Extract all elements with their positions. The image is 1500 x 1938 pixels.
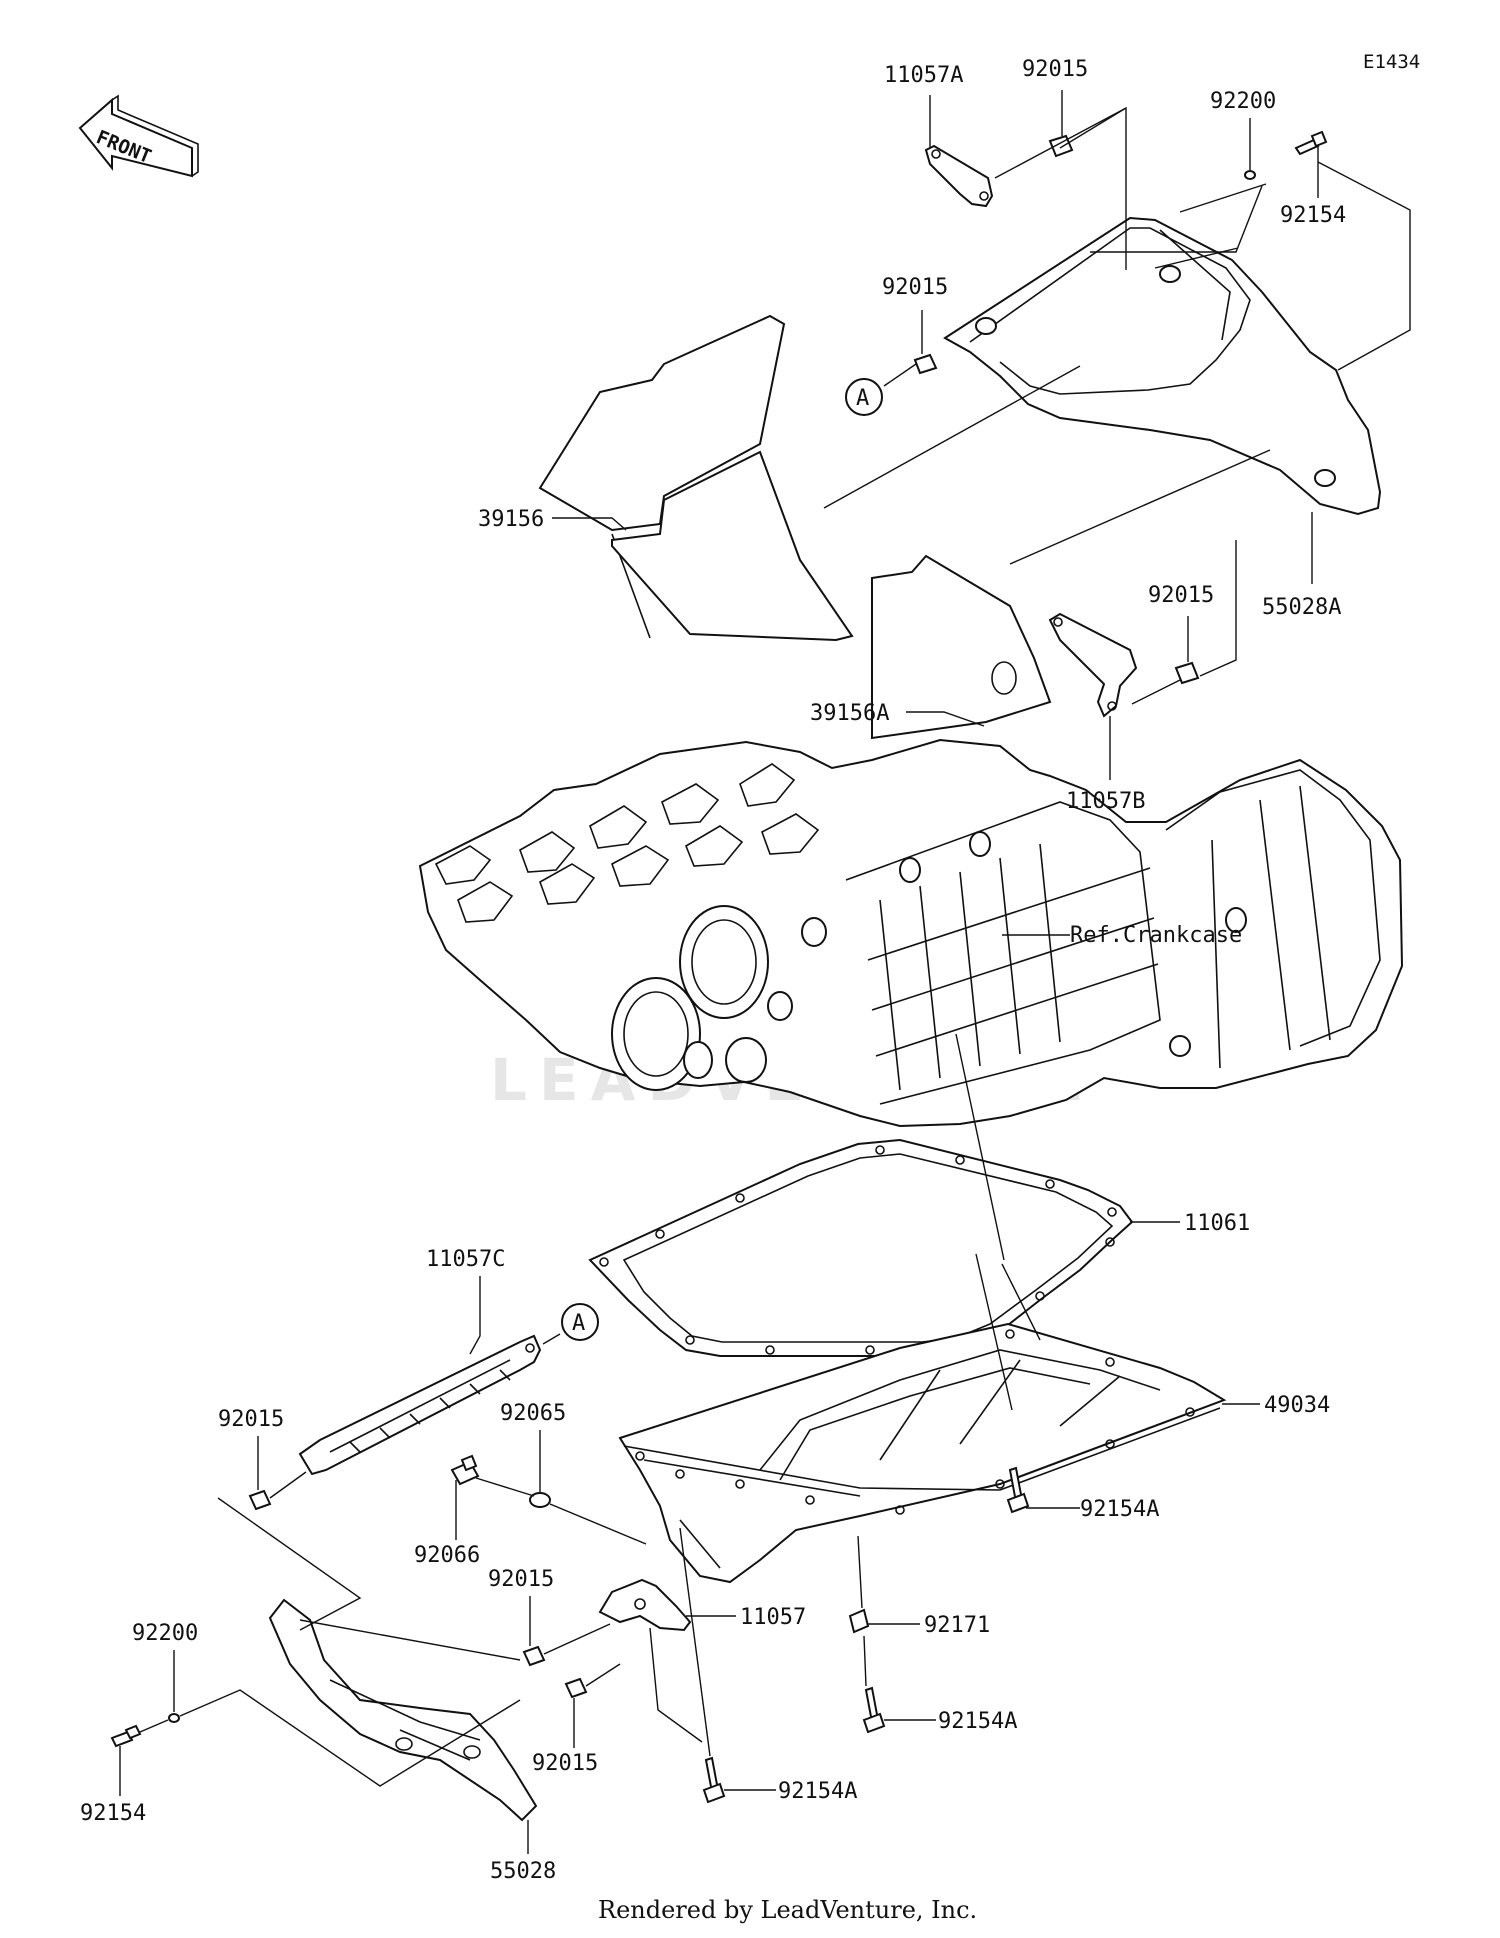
ref-circle-a-bottom bbox=[561, 1303, 599, 1341]
bolt-92154a-mid bbox=[862, 1686, 886, 1734]
oil-pan-49034 bbox=[618, 1322, 1227, 1584]
collar-92015-left bbox=[248, 1489, 272, 1511]
spacer-92171 bbox=[848, 1608, 870, 1634]
collar-92015-a bbox=[913, 353, 938, 375]
label-92015-top: 92015 bbox=[1022, 57, 1088, 82]
label-92015-a: 92015 bbox=[882, 275, 948, 300]
gasket-11061 bbox=[588, 1138, 1134, 1357]
drain-bolt-92066 bbox=[450, 1454, 480, 1486]
collar-92015-low bbox=[564, 1677, 588, 1699]
label-11057c: 11057C bbox=[426, 1247, 505, 1272]
label-11057: 11057 bbox=[740, 1605, 806, 1630]
collar-92015-top bbox=[1048, 134, 1074, 158]
cover-55028 bbox=[268, 1598, 538, 1822]
diagram-code: E1434 bbox=[1363, 51, 1420, 73]
collar-92015-mid bbox=[522, 1645, 546, 1667]
label-39156: 39156 bbox=[478, 507, 544, 532]
ref-circle-a-top-label: A bbox=[856, 386, 869, 411]
label-92154a-bottom: 92154A bbox=[778, 1779, 857, 1804]
label-92015-right: 92015 bbox=[1148, 583, 1214, 608]
bracket-11057 bbox=[598, 1578, 692, 1632]
label-92154a-right: 92154A bbox=[1080, 1497, 1159, 1522]
bolt-92154-top bbox=[1294, 130, 1328, 156]
label-92200-bottom: 92200 bbox=[132, 1621, 198, 1646]
washer-92200-bottom bbox=[168, 1713, 180, 1723]
label-49034: 49034 bbox=[1264, 1393, 1330, 1418]
bracket-11057c bbox=[298, 1334, 542, 1476]
washer-92200-top bbox=[1244, 170, 1256, 180]
label-55028a: 55028A bbox=[1262, 595, 1341, 620]
label-92171: 92171 bbox=[924, 1613, 990, 1638]
bracket-11057a bbox=[924, 144, 994, 208]
bracket-11057b bbox=[1048, 612, 1138, 718]
bolt-92154a-bottom bbox=[702, 1756, 726, 1804]
ref-crankcase-label: Ref.Crankcase bbox=[1070, 923, 1242, 948]
label-55028: 55028 bbox=[490, 1859, 556, 1884]
label-92015-left: 92015 bbox=[218, 1407, 284, 1432]
label-11061: 11061 bbox=[1184, 1211, 1250, 1236]
footer-credit: Rendered by LeadVenture, Inc. bbox=[598, 1896, 977, 1924]
label-92066: 92066 bbox=[414, 1543, 480, 1568]
ref-circle-a-top bbox=[845, 378, 883, 416]
label-11057b: 11057B bbox=[1066, 789, 1145, 814]
label-92065: 92065 bbox=[500, 1401, 566, 1426]
washer-92065 bbox=[529, 1492, 551, 1508]
collar-92015-right bbox=[1174, 661, 1200, 685]
label-92154-bottom: 92154 bbox=[80, 1801, 146, 1826]
label-92154-top: 92154 bbox=[1280, 203, 1346, 228]
label-92015-mid: 92015 bbox=[488, 1567, 554, 1592]
insulator-39156a bbox=[871, 554, 1052, 740]
label-11057a: 11057A bbox=[884, 63, 963, 88]
labels: 11057A 92015 92200 92154 92015 39156 920… bbox=[80, 57, 1346, 1884]
bolt-92154-bottom bbox=[110, 1724, 142, 1748]
label-92200-top: 92200 bbox=[1210, 89, 1276, 114]
ref-circle-a-bottom-label: A bbox=[572, 1311, 585, 1336]
label-39156a: 39156A bbox=[810, 701, 889, 726]
cover-55028a bbox=[943, 216, 1382, 516]
bolt-92154a-right bbox=[1006, 1466, 1030, 1514]
label-92154a-mid: 92154A bbox=[938, 1709, 1017, 1734]
front-arrow-icon: FRONT bbox=[78, 94, 199, 178]
label-92015-low: 92015 bbox=[532, 1751, 598, 1776]
crankcase bbox=[418, 738, 1404, 1128]
